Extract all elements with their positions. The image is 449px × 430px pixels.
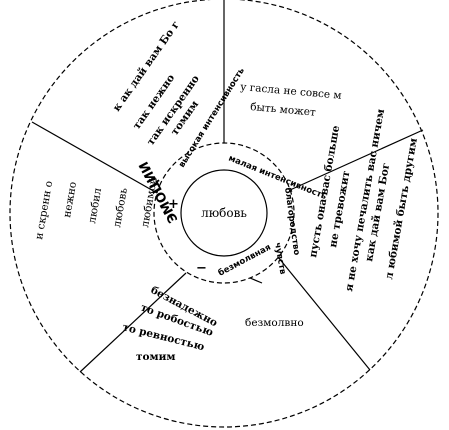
spoke-left-upper [31,121,158,194]
segment-bottom-left: безнадежно то робостью то ревностью томи… [121,284,219,363]
spoke-right-upper [289,129,424,191]
segment-top-right: у гасла не совсе м быть может [240,81,342,119]
segment-left-line-1: и скренн о [33,180,55,241]
ring-label-nobility: благородство [282,187,302,256]
segment-bottom-left-line-4: томим [136,351,176,363]
segment-right-line-5: л юбимой быть другим [383,137,420,280]
segment-left-line-3: любил [86,187,104,225]
ring-label-low-intensity: малая интенсивность [227,154,328,203]
segment-top-right-line-2: быть может [250,101,317,119]
ring-label-silent: безмолвная [216,242,272,279]
segment-top-left-line-1: к ак дай вам Бо г [111,19,182,114]
segment-top-left: к ак дай вам Бо г так нежно так искренно… [111,19,202,148]
segment-bottom-right-line-1: безмолвно [245,317,304,329]
inner-ring [180,169,268,257]
emotion-plus-sign: + [168,197,179,212]
segment-bottom-right: безмолвно [245,317,304,329]
spoke-left-lower [79,272,187,373]
segment-left-line-4: любовь [111,187,130,229]
segment-right: пусть она вас больше не тревожит я не хо… [307,108,420,292]
segment-top-right-line-1: у гасла не совсе м [240,81,342,102]
center-label: любовь [201,206,247,220]
spoke-right-lower [277,256,371,371]
emotion-minus-sign: − [196,261,207,276]
segment-left: и скренн о нежно любил любовь любимой [33,177,160,241]
segment-left-line-2: нежно [61,181,79,219]
spoke-inner-bottom [249,277,263,284]
outer-ring [9,0,439,428]
